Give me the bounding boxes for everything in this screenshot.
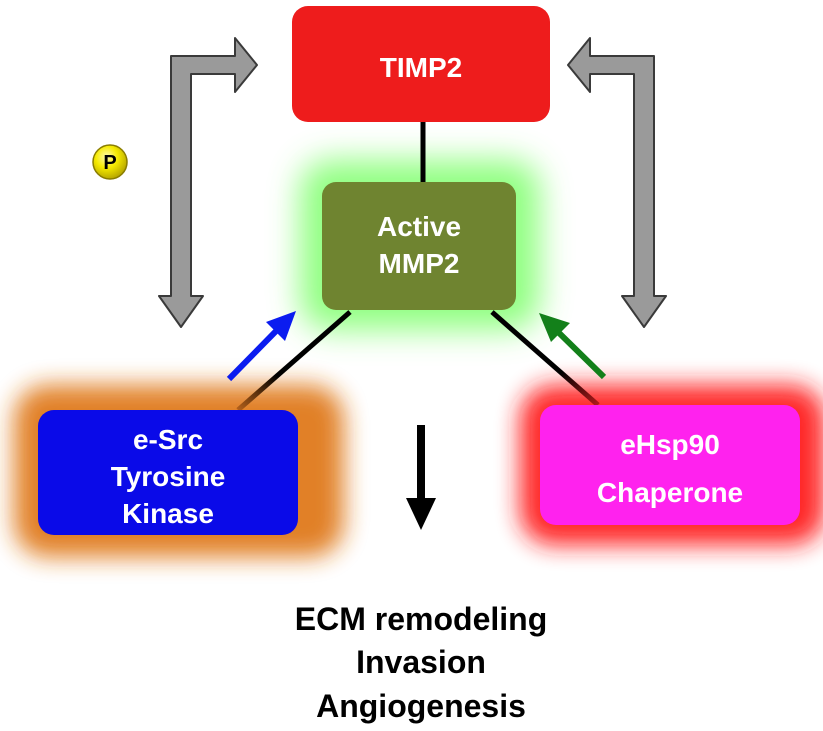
src-box	[38, 410, 298, 535]
outcome-down-arrow	[406, 425, 436, 530]
outcome-invasion: Invasion	[356, 644, 486, 680]
phospho-label: P	[103, 152, 116, 174]
mmp2-box	[322, 182, 516, 310]
mmp2-label-line2: MMP2	[379, 248, 460, 279]
outcome-ecm-remodeling: ECM remodeling	[295, 601, 547, 637]
src-mmp2-connector	[236, 310, 352, 412]
src-label-line1: e-Src	[133, 424, 203, 455]
mmp2-node: Active MMP2	[322, 182, 516, 310]
mmp2-label-line1: Active	[377, 211, 461, 242]
hsp90-activation-arrow	[539, 313, 607, 380]
outcome-angiogenesis: Angiogenesis	[316, 688, 526, 724]
hsp90-label-line1: eHsp90	[620, 429, 720, 460]
hsp90-mmp2-connector	[490, 310, 600, 407]
hsp90-box	[540, 405, 800, 525]
timp2-label: TIMP2	[380, 52, 462, 83]
src-label-line3: Kinase	[122, 498, 214, 529]
phospho-icon	[92, 144, 128, 180]
src-activation-arrow	[226, 311, 296, 382]
timp2-node: TIMP2	[292, 6, 550, 122]
hsp90-label-line2: Chaperone	[597, 477, 743, 508]
phospho-badge: P	[92, 144, 128, 180]
src-node: e-Src Tyrosine Kinase	[38, 410, 298, 535]
right-feedback-arrow	[567, 37, 667, 328]
timp2-box	[292, 6, 550, 122]
src-label-line2: Tyrosine	[111, 461, 226, 492]
outcomes: ECM remodeling Invasion Angiogenesis	[295, 601, 547, 724]
hsp90-node: eHsp90 Chaperone	[540, 405, 800, 525]
left-feedback-arrow	[158, 37, 258, 328]
